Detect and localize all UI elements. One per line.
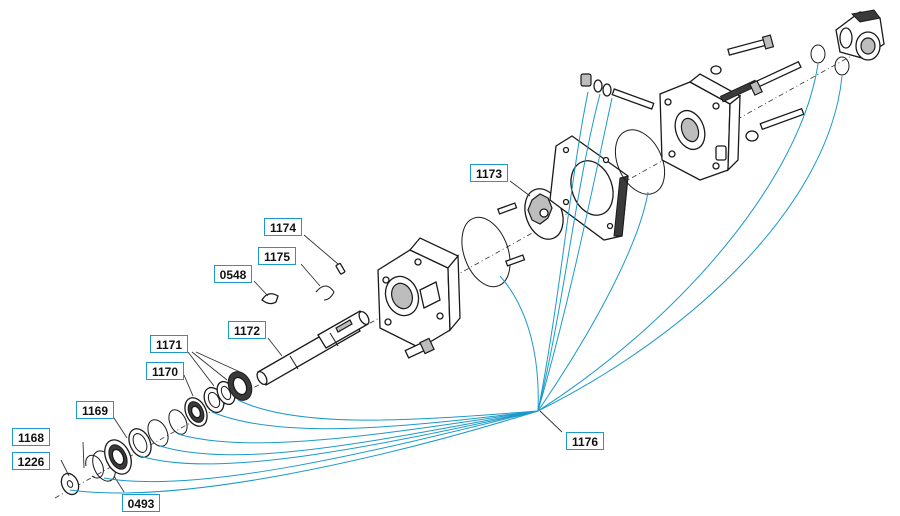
label-0493: 0493 [122,494,160,512]
label-1172: 1172 [228,321,266,339]
snap-ring-left [168,409,188,435]
o-ring-large [461,216,511,288]
shaft-1172 [256,310,370,386]
ring-1175 [315,285,335,301]
leader-lines-dark [60,180,563,493]
label-0548: 0548 [214,265,252,283]
bearing-1170 [184,397,208,427]
dowel-pins [497,202,526,267]
label-1169: 1169 [76,401,114,419]
wear-plate [549,135,629,241]
key-0548 [261,293,279,305]
seal-ring-1171 [227,371,253,401]
leader-lines-1176 [69,63,843,494]
o-ring-small-a [810,44,826,64]
front-flange-housing [377,237,461,349]
o-ring-small-b [834,56,850,76]
bolt-middle [719,60,802,103]
label-1176: 1176 [566,432,604,450]
label-1174: 1174 [264,218,302,236]
pin-1174 [335,262,346,275]
label-1170: 1170 [146,362,184,380]
snap-ring-1168 [85,454,104,479]
label-1175: 1175 [258,247,296,265]
rear-housing [659,73,742,181]
label-1226: 1226 [12,452,50,470]
o-ring-rear [614,129,666,195]
o-ring-left [147,419,169,447]
washer-top [710,65,722,75]
label-1173: 1173 [470,164,508,182]
label-1168: 1168 [12,428,50,446]
bearing-0493 [104,439,132,475]
assembly-axis [54,39,881,499]
stud-rear [611,88,655,110]
port-fitting [835,9,885,61]
seal-1169 [128,428,152,458]
nut-and-washers [580,73,612,97]
bolt-top [727,34,775,56]
label-1171: 1171 [150,335,188,353]
bolt-lower [745,107,805,142]
washer-1226 [60,472,80,496]
flange-bolt [404,337,435,359]
